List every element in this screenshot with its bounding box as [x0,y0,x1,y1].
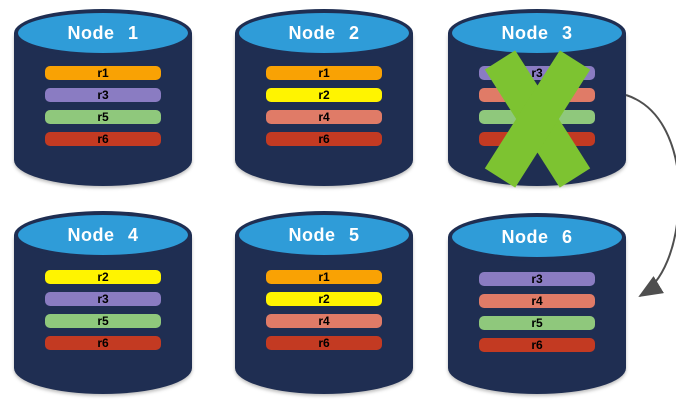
replica-bar: r5 [479,316,595,330]
replica-bar: r4 [479,294,595,308]
replica-bar: r6 [266,336,382,350]
replica-list: r3 [479,66,595,146]
replica-list: r1 r2 r4 r6 [266,270,382,350]
replica-bar: r6 [45,132,161,146]
node-6: Node 6 r3 r4 r5 r6 [448,213,626,394]
node-title: Node 5 [288,224,360,245]
replica-bar: r2 [266,292,382,306]
replica-bar: r1 [266,66,382,80]
cylinder-top: Node 3 [448,9,626,57]
cylinder-top: Node 2 [235,9,413,57]
replica-list: r3 r4 r5 r6 [479,272,595,352]
node-1: Node 1 r1 r3 r5 r6 [14,9,192,186]
replica-bar: r4 [266,314,382,328]
replica-bar: r3 [479,66,595,80]
node-3: Node 3 r3 [448,9,626,186]
cylinder-body [235,33,413,186]
node-2: Node 2 r1 r2 r4 r6 [235,9,413,186]
replica-bar [479,110,595,124]
replica-list: r1 r3 r5 r6 [45,66,161,146]
cylinder-top: Node 4 [14,211,192,259]
node-5: Node 5 r1 r2 r4 r6 [235,211,413,394]
node-4: Node 4 r2 r3 r5 r6 [14,211,192,394]
node-title: Node 4 [67,224,139,245]
node-title: Node 2 [288,22,360,43]
node-title: Node 3 [501,22,573,43]
replica-bar: r5 [45,110,161,124]
cylinder-body [448,237,626,394]
replica-bar: r1 [266,270,382,284]
replica-bar [479,132,595,146]
replica-list: r2 r3 r5 r6 [45,270,161,350]
replica-bar [479,88,595,102]
replica-bar: r3 [479,272,595,286]
replica-bar: r2 [45,270,161,284]
replica-bar: r5 [45,314,161,328]
cylinder-top: Node 5 [235,211,413,259]
cylinder-body [14,33,192,186]
node-title: Node 6 [501,226,573,247]
cylinder-top: Node 6 [448,213,626,261]
replica-list: r1 r2 r4 r6 [266,66,382,146]
cylinder-top: Node 1 [14,9,192,57]
replica-bar: r2 [266,88,382,102]
replica-bar: r3 [45,292,161,306]
failover-arrow [625,94,676,298]
node-title: Node 1 [67,22,139,43]
replica-bar: r6 [45,336,161,350]
replica-bar: r3 [45,88,161,102]
replica-bar: r1 [45,66,161,80]
replica-bar: r4 [266,110,382,124]
replica-bar: r6 [266,132,382,146]
replica-bar: r6 [479,338,595,352]
